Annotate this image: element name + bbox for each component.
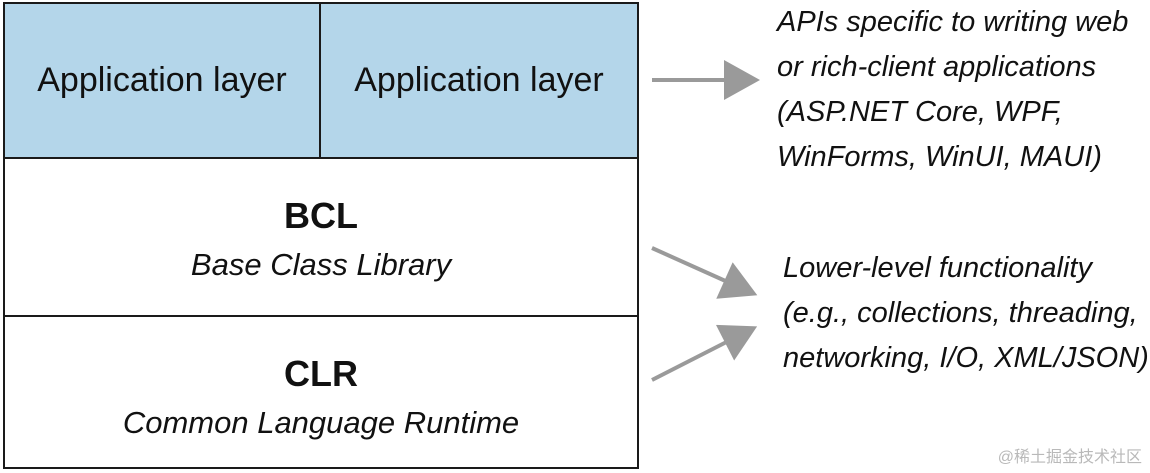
bcl-note-arrow — [651, 246, 758, 299]
application-layer-row: Application layer Application layer — [5, 4, 637, 159]
application-note-line: (ASP.NET Core, WPF, — [777, 96, 1063, 128]
clr-note-arrow — [651, 324, 758, 382]
clr-subtitle: Common Language Runtime — [122, 405, 520, 440]
watermark: @稀土掘金技术社区 — [997, 449, 1142, 466]
application-note: APIs specific to writing web or rich-cli… — [777, 0, 1128, 180]
lower-level-note-line: (e.g., collections, threading, — [783, 297, 1138, 329]
lower-level-note-line: networking, I/O, XML/JSON) — [783, 342, 1149, 374]
application-layer-right: Application layer — [321, 4, 637, 157]
bcl-title: BCL — [284, 195, 358, 236]
bcl-subtitle: Base Class Library — [190, 247, 452, 282]
lower-level-note: Lower-level functionality (e.g., collect… — [783, 246, 1149, 381]
application-note-line: WinForms, WinUI, MAUI) — [777, 141, 1102, 173]
clr-layer-row: CLR Common Language Runtime — [5, 317, 637, 467]
lower-level-note-line: Lower-level functionality — [783, 252, 1092, 284]
application-note-line: or rich-client applications — [777, 51, 1097, 83]
application-layer-right-label: Application layer — [354, 61, 604, 99]
clr-title: CLR — [284, 353, 358, 394]
application-layer-left: Application layer — [5, 4, 321, 157]
application-layer-left-label: Application layer — [37, 61, 287, 99]
bcl-layer-row: BCL Base Class Library — [5, 159, 637, 317]
dotnet-layer-stack: Application layer Application layer BCL … — [3, 2, 639, 469]
application-note-line: APIs specific to writing web — [777, 6, 1129, 38]
